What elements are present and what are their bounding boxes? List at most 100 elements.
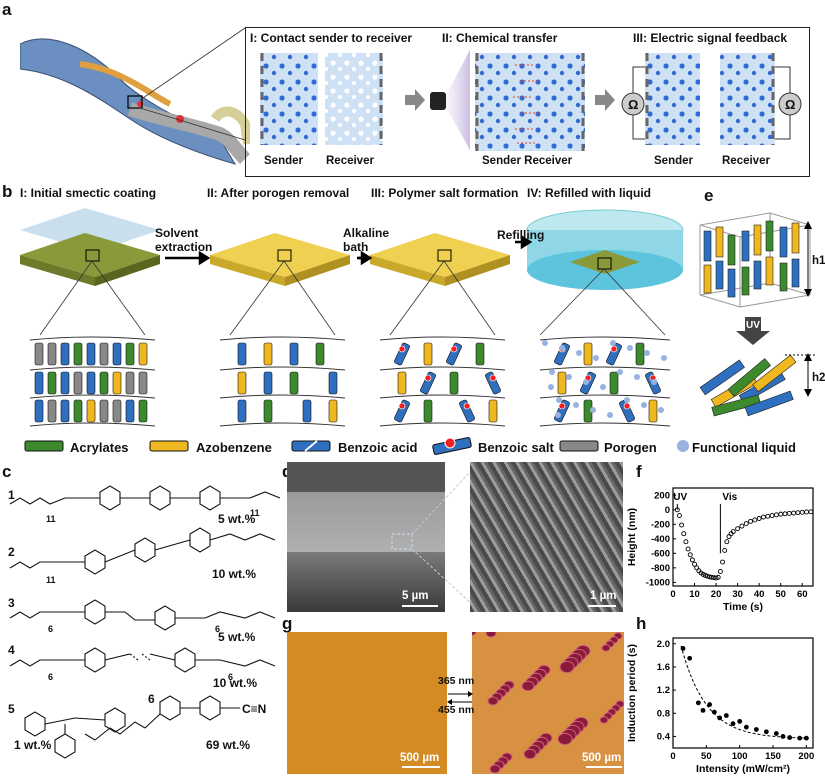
chart-f-annotation: Vis [722, 492, 737, 503]
chart-f-ylabel: Height (nm) [626, 508, 638, 566]
chart-f-point [799, 509, 805, 515]
chart-h-xtick: 50 [701, 751, 712, 762]
wavelength-455: 455 nm [438, 704, 475, 716]
chart-h-point [717, 715, 723, 721]
chart-f-point [681, 531, 687, 537]
chart-f-xtick: 50 [775, 589, 786, 600]
chart-h-ytick: 2.0 [657, 639, 670, 650]
chart-f-point [748, 518, 753, 524]
functional-liquid-droplet [556, 397, 562, 403]
chart-f-xlabel: Time (s) [723, 601, 763, 613]
molecule [112, 399, 122, 423]
chart-f-point [717, 569, 723, 574]
chart-h-point [687, 655, 693, 661]
functional-liquid-droplet [624, 397, 630, 403]
compound-2-sub: 11 [46, 575, 56, 585]
ohm-symbol-1: Ω [628, 97, 639, 112]
chart-h-point [787, 735, 793, 740]
chart-h-point [695, 700, 701, 706]
salt-marker [398, 402, 406, 410]
chart-h-point [723, 713, 729, 718]
scale-bar-g2 [586, 766, 622, 768]
molecule [138, 342, 148, 366]
panel-label-h: h [636, 614, 647, 633]
chart-f-point [705, 573, 710, 579]
molecule [86, 342, 96, 366]
molecule [397, 371, 407, 395]
molecule [86, 371, 96, 395]
molecule [635, 342, 645, 366]
chart-f-point [677, 513, 682, 519]
panel-a-diagram [260, 50, 802, 151]
salt-marker [610, 345, 618, 353]
molecule [99, 399, 109, 423]
functional-liquid-droplet [634, 374, 640, 380]
chart-h-xtick: 0 [670, 751, 675, 762]
chart-f-point [808, 509, 814, 515]
scale-bar-d1 [402, 605, 438, 607]
chart-h-point [711, 709, 717, 715]
molecule [394, 399, 410, 423]
chart-h-xtick: 100 [732, 751, 748, 762]
functional-liquid-droplet [627, 345, 633, 351]
chart-h-frame [672, 637, 814, 749]
molecule [263, 342, 273, 366]
functional-liquid-droplet [559, 345, 565, 351]
compound-3-pct: 5 wt.% [218, 630, 256, 644]
molecule [315, 342, 325, 366]
molecule [289, 342, 299, 366]
chart-h-ytick: 0.8 [657, 708, 670, 719]
label-sender-receiver: Sender Receiver [482, 155, 573, 167]
compound-4-sub: 6 [48, 672, 54, 682]
chart-h-ytick: 1.2 [657, 685, 670, 696]
molecule [459, 399, 475, 423]
chart-f-point [689, 557, 695, 563]
droplet [601, 644, 611, 652]
panel-b-step4: IV: Refilled with liquid [527, 186, 652, 200]
scale-label-d1: 5 µm [402, 590, 429, 602]
compound-3-number: 3 [8, 596, 15, 610]
panel-e-diagram [699, 212, 815, 417]
scale-label-d2: 1 µm [590, 590, 617, 602]
molecule [34, 342, 44, 366]
molecular-layers [29, 336, 671, 427]
compound-2-pct: 10 wt.% [212, 567, 257, 581]
molecule [583, 342, 593, 366]
panel-b-step2: II: After porogen removal [207, 186, 350, 200]
droplet [523, 748, 537, 760]
chart-f-point [752, 517, 758, 523]
chart-f-frame [672, 487, 814, 587]
molecule [446, 342, 462, 366]
chart-f-xtick: 30 [732, 589, 743, 600]
molecule [86, 399, 96, 423]
robot-hand-illustration [20, 38, 250, 165]
functional-liquid-droplet [555, 412, 561, 418]
sem-zoom-lines [391, 469, 473, 605]
salt-marker [558, 402, 566, 410]
panel-label-a: a [2, 0, 12, 19]
chart-f-point [795, 510, 801, 516]
molecule [557, 371, 567, 395]
chart-f-xtick: 20 [711, 589, 722, 600]
chart-h-xtick: 200 [798, 751, 814, 762]
molecule [47, 399, 57, 423]
chart-h-xtick: 150 [765, 751, 781, 762]
panel-a-step1: I: Contact sender to receiver [250, 31, 413, 45]
chart-f-point [679, 522, 685, 528]
chart-h-point [803, 735, 809, 741]
compound-6-pct: 69 wt.% [206, 738, 251, 752]
molecule [138, 371, 148, 395]
molecule [606, 342, 622, 366]
molecule [328, 371, 338, 395]
molecule [394, 342, 410, 366]
scale-bar-g1 [402, 766, 440, 768]
compound-4-sub-b: 6 [228, 672, 234, 682]
molecule [648, 399, 658, 423]
molecule [73, 342, 83, 366]
legend-benzoic-salt: Benzoic salt [478, 440, 554, 455]
functional-liquid-droplet [593, 355, 599, 361]
chart-f-point [724, 539, 730, 545]
panel-label-g: g [282, 614, 293, 633]
compound-5-pct: 1 wt.% [14, 738, 52, 752]
